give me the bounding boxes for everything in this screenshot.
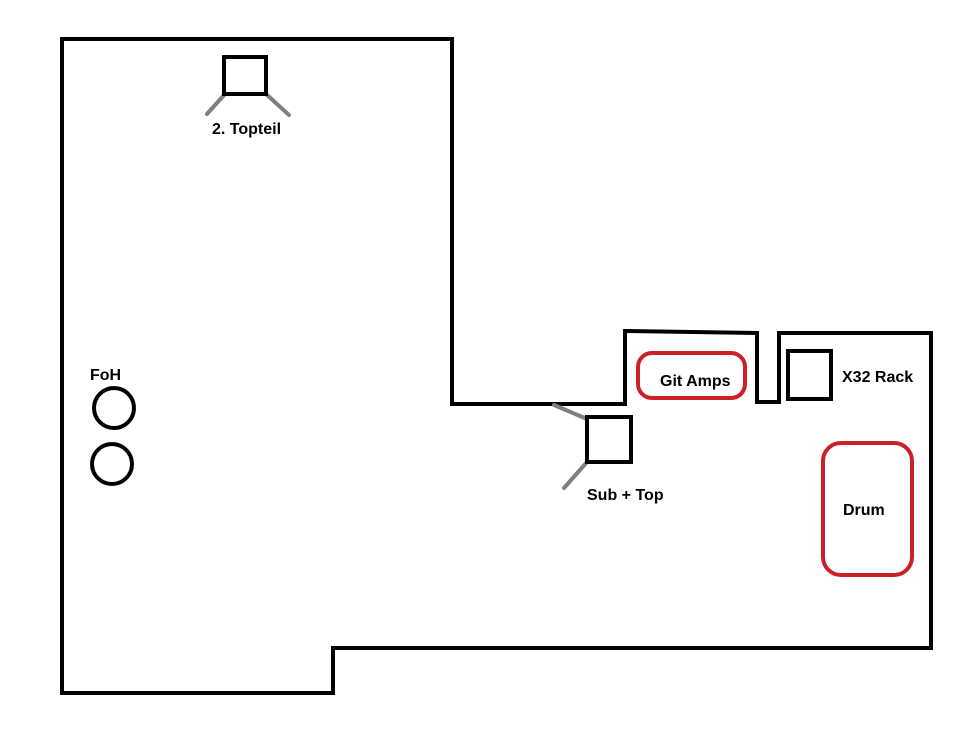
git-amps-area	[636, 351, 747, 400]
sub-top-speaker	[552, 403, 633, 490]
foh-position-circle	[92, 386, 136, 430]
top-speaker-2	[205, 55, 291, 117]
speaker-box	[222, 55, 268, 96]
git-amps-label: Git Amps	[660, 373, 731, 390]
room-outline	[60, 37, 933, 695]
foh-position-circle	[90, 442, 134, 486]
foh-label: FoH	[90, 367, 121, 384]
drum-area	[821, 441, 914, 577]
speaker-stand-leg-right	[264, 92, 291, 117]
top-speaker-label: 2. Topteil	[212, 121, 281, 138]
x32-rack-label: X32 Rack	[842, 369, 913, 386]
speaker-stand-leg-upper	[552, 403, 589, 421]
speaker-stand-leg-left	[205, 92, 227, 116]
speaker-box	[585, 415, 633, 464]
sub-top-label: Sub + Top	[587, 487, 664, 504]
drum-label: Drum	[843, 502, 885, 519]
speaker-stand-leg-lower	[562, 460, 589, 490]
x32-rack-box	[786, 349, 833, 401]
